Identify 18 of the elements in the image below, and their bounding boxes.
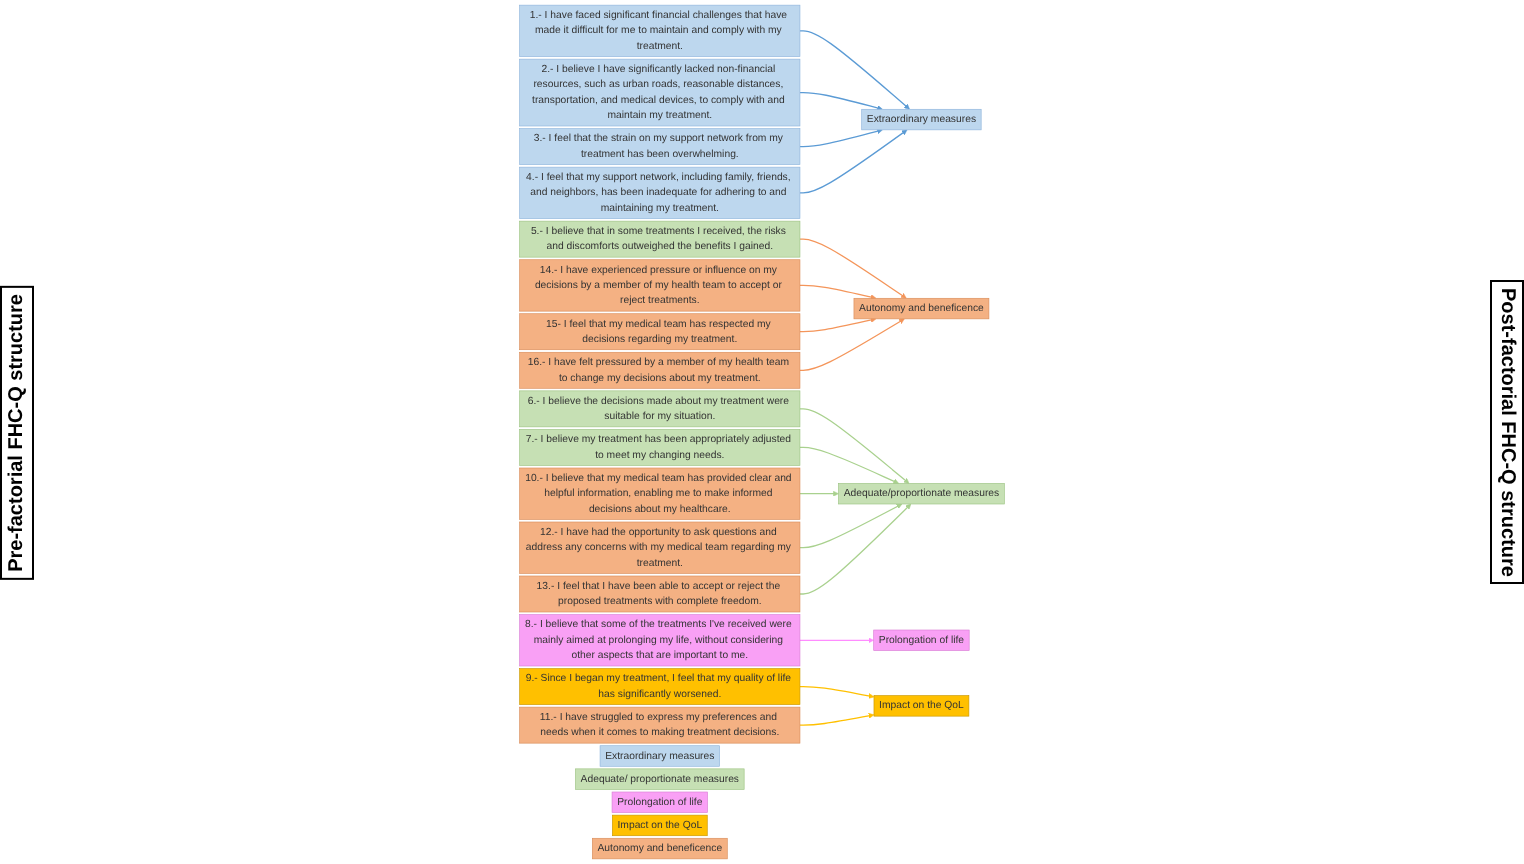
arrow: [799, 503, 912, 595]
arrow: [799, 637, 874, 644]
arrow: [799, 317, 877, 333]
arrow: [799, 30, 910, 110]
axis-label: Post-factorial FHC-Q structure: [1490, 279, 1524, 585]
arrow: [799, 408, 910, 484]
arrow: [799, 503, 903, 549]
axis-label: Pre-factorial FHC-Q structure: [0, 285, 34, 579]
arrow: [799, 129, 908, 194]
arrow: [799, 685, 875, 699]
arrow: [799, 128, 883, 148]
arrow: [799, 238, 907, 299]
arrow: [799, 446, 899, 484]
arrow: [799, 713, 875, 726]
arrow: [799, 490, 839, 497]
arrow: [799, 91, 883, 111]
arrow: [799, 318, 905, 371]
arrow: [799, 284, 877, 300]
